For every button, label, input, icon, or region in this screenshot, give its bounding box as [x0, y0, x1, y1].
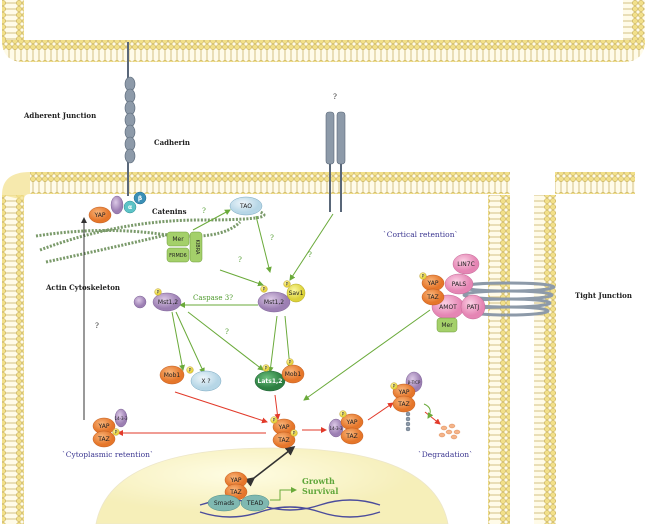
- actin-cytoskeleton-label: Actin Cytoskeleton: [45, 283, 120, 292]
- svg-text:P: P: [263, 287, 266, 293]
- mob1-x-complex: Mob1 X ? P: [159, 365, 222, 392]
- upper-cell-membrane: [2, 0, 645, 62]
- svg-text:FRMD6: FRMD6: [169, 253, 187, 259]
- unknown-receptor: [325, 111, 346, 212]
- svg-text:P: P: [115, 430, 118, 436]
- svg-text:Mer: Mer: [172, 236, 184, 243]
- svg-text:14-3-3: 14-3-3: [114, 416, 128, 421]
- svg-text:X ?: X ?: [201, 378, 210, 385]
- svg-text:TAZ: TAZ: [426, 294, 438, 301]
- cadherin-protein: [124, 42, 136, 196]
- lats-mob1-complex: Lats1,2 Mob1 P P: [254, 358, 305, 392]
- svg-text:14-3-3: 14-3-3: [329, 426, 343, 431]
- yap-catenin-complex: YAP α β: [88, 191, 147, 224]
- svg-text:YAP: YAP: [94, 212, 106, 219]
- yap-taz-cytoplasmic: YAP TAZ 14-3-3 P: [92, 408, 128, 448]
- svg-text:Lats1,2: Lats1,2: [258, 378, 283, 385]
- svg-text:YAP: YAP: [346, 419, 358, 426]
- svg-text:YAP: YAP: [398, 389, 410, 396]
- svg-text:KIBRA: KIBRA: [194, 240, 200, 255]
- svg-text:TAZ: TAZ: [277, 437, 289, 444]
- svg-text:AMOT: AMOT: [439, 304, 457, 311]
- svg-text:PATJ: PATJ: [467, 304, 480, 311]
- degradation-label: `Degradation`: [418, 450, 473, 459]
- svg-text:β-TrCP: β-TrCP: [408, 380, 421, 385]
- svg-text:Mob1: Mob1: [164, 372, 181, 379]
- tao-node: TAO: [229, 196, 263, 216]
- catenins-label: Catenins: [152, 207, 187, 216]
- svg-text:Mst1,2: Mst1,2: [158, 299, 178, 306]
- svg-text:TEAD: TEAD: [246, 500, 264, 507]
- tao-question: ?: [202, 207, 206, 215]
- svg-text:P: P: [393, 384, 396, 390]
- mer-mst-question: ?: [238, 256, 242, 264]
- svg-text:YAP: YAP: [98, 423, 110, 430]
- receptor-mst-question: ?: [308, 251, 312, 259]
- svg-text:TAZ: TAZ: [397, 401, 409, 408]
- svg-text:P: P: [189, 368, 192, 374]
- lower-cell-membrane: [2, 172, 510, 524]
- svg-text:P: P: [289, 360, 292, 366]
- yap-taz-degradation-1: 14-3-3 YAP TAZ P: [328, 410, 364, 445]
- svg-text:TAO: TAO: [239, 203, 252, 210]
- svg-text:P: P: [273, 418, 276, 424]
- svg-text:P: P: [265, 366, 268, 372]
- svg-text:PALS: PALS: [452, 281, 467, 288]
- cortical-retention-label: `Cortical retention`: [383, 230, 458, 239]
- nucleus: [95, 447, 449, 524]
- cleaved-mst: Mst1,2 P: [133, 288, 182, 312]
- tao-mst-question: ?: [270, 234, 274, 242]
- actin-filaments: [35, 210, 266, 264]
- svg-text:Sav1: Sav1: [289, 290, 304, 297]
- survival-label: Survival: [302, 486, 338, 496]
- nuclear-shuttle-arrow: [244, 446, 296, 487]
- cortical-retention-complex: LIN7C PALS AMOT PATJ YAP TAZ P Mer: [419, 253, 486, 333]
- svg-text:P: P: [286, 282, 289, 288]
- svg-text:P: P: [422, 274, 425, 280]
- nuclear-complex: YAP TAZ Smads TEAD: [207, 471, 297, 512]
- tight-junction-label: Tight Junction: [575, 291, 632, 300]
- degradation-fragments: [438, 423, 461, 440]
- yap-taz-btrcp: β-TrCP YAP TAZ P: [390, 371, 434, 432]
- adherent-junction-label: Adherent Junction: [23, 111, 96, 120]
- receptor-question: ?: [333, 93, 337, 101]
- svg-text:α: α: [128, 204, 132, 211]
- growth-label: Growth: [302, 476, 335, 486]
- svg-text:TAZ: TAZ: [229, 489, 241, 496]
- mst-sav-complex: Mst1,2 Sav1 P P: [257, 280, 306, 313]
- svg-text:P: P: [293, 431, 296, 437]
- mer-frmd6-kibra: Mer FRMD6 KIBRA: [166, 231, 203, 263]
- svg-text:Mer: Mer: [441, 322, 453, 329]
- svg-text:YAP: YAP: [230, 477, 242, 484]
- svg-text:TAZ: TAZ: [97, 436, 109, 443]
- svg-text:YAP: YAP: [427, 280, 439, 287]
- svg-text:YAP: YAP: [278, 424, 290, 431]
- mst-lats-question: ?: [225, 328, 229, 336]
- neighbour-cell-membrane: [534, 172, 635, 524]
- svg-text:β: β: [138, 195, 143, 202]
- yap-taz-center: YAP TAZ P P: [270, 416, 298, 449]
- svg-text:Smads: Smads: [214, 500, 234, 507]
- svg-text:P: P: [342, 412, 345, 418]
- caspase-label: Caspase 3?: [193, 294, 233, 302]
- svg-text:P: P: [157, 290, 160, 296]
- cytoplasmic-retention-label: `Cytoplasmic retention`: [62, 450, 154, 459]
- svg-text:TAZ: TAZ: [345, 433, 357, 440]
- cadherin-label: Cadherin: [154, 138, 190, 147]
- svg-text:LIN7C: LIN7C: [457, 261, 475, 268]
- svg-text:Mst1,2: Mst1,2: [264, 299, 284, 306]
- svg-text:Mob1: Mob1: [285, 371, 302, 378]
- return-question: ?: [95, 322, 99, 330]
